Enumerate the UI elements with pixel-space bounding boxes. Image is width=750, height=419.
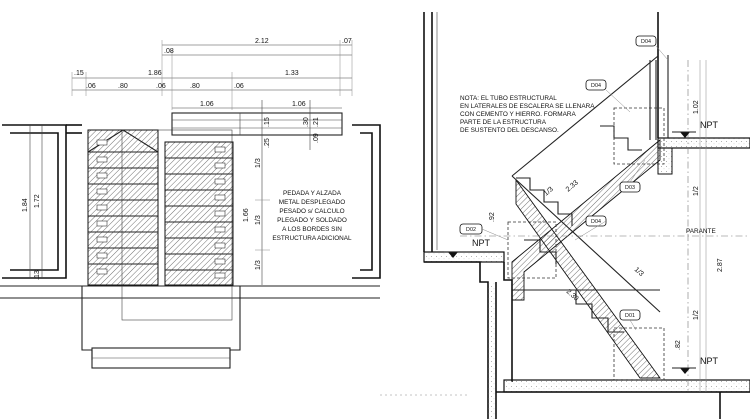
npt-label-left: NPT <box>472 238 491 248</box>
dim-09-vertical: .09 <box>313 133 320 143</box>
dim-08: .08 <box>164 48 174 55</box>
section-note: NOTA: EL TUBO ESTRUCTURAL EN LATERALES D… <box>460 95 595 134</box>
dim-1-3-upper: 1/3 <box>543 186 555 198</box>
dim-1-02: 1.02 <box>693 100 700 114</box>
section-note-line-5: DE SUSTENTO DEL DESCANSO. <box>460 127 559 134</box>
parante-label: PARANTE <box>686 228 716 235</box>
dim-1-3-b: 1/3 <box>255 215 262 225</box>
dim-1-3-c: 1/3 <box>255 260 262 270</box>
section-note-line-1: NOTA: EL TUBO ESTRUCTURAL <box>460 95 557 102</box>
dim-15-vertical: .15 <box>264 117 271 127</box>
plan-note-line-1: PEDADA Y ALZADA <box>283 190 342 197</box>
plan-dimension-labels: 2.12 .07 .08 .15 1.86 1.33 .06 .80 .06 .… <box>22 38 352 280</box>
tag-d01: D01 <box>625 313 635 319</box>
dim-21-vertical: .21 <box>313 117 320 127</box>
dim-1-33: 1.33 <box>285 70 299 77</box>
stair-flight-right <box>164 141 234 286</box>
dim-1-3-a: 1/3 <box>255 158 262 168</box>
tag-d04-mid: D04 <box>591 219 601 225</box>
plan-dimension-lines <box>29 40 353 285</box>
tag-leaders <box>481 45 669 331</box>
plan-note-line-3: PESADO s/ CALCULO <box>279 208 344 215</box>
dim-1-06-a: 1.06 <box>200 101 214 108</box>
dim-2-33: 2.33 <box>565 179 580 193</box>
dim-25-vertical: .25 <box>264 138 271 148</box>
dim-1-2-lower: 1/2 <box>693 310 700 320</box>
stair-plan: 2.12 .07 .08 .15 1.86 1.33 .06 .80 .06 .… <box>0 38 381 369</box>
dim-06-b: .06 <box>156 83 166 90</box>
tag-d04-top: D04 <box>641 39 651 45</box>
detail-tags <box>459 35 657 321</box>
detail-callout-boxes <box>460 60 750 392</box>
section-structure <box>380 12 750 419</box>
plan-note: PEDADA Y ALZADA METAL DESPLEGADO PESADO … <box>272 190 352 242</box>
dim-80-a: .80 <box>118 83 128 90</box>
plan-note-line-6: ESTRUCTURA ADICIONAL <box>272 235 352 242</box>
npt-label-lower: NPT <box>700 356 719 366</box>
tag-d04-upper: D04 <box>591 83 601 89</box>
stair-section: D04 D04 D03 D04 D02 D01 NPT NPT NPT <box>380 12 750 419</box>
tag-d02: D02 <box>466 227 476 233</box>
dim-92: .92 <box>489 212 496 222</box>
dim-07-top: .07 <box>342 38 352 45</box>
npt-label-upper: NPT <box>700 120 719 130</box>
section-note-line-4: PARTE DE LA ESTRUCTURA <box>460 119 547 126</box>
detail-tag-labels: D04 D04 D03 D04 D02 D01 <box>466 39 651 319</box>
dim-1-2-upper: 1/2 <box>693 186 700 196</box>
dim-1-66: 1.66 <box>243 208 250 222</box>
npt-markers: NPT NPT NPT <box>444 120 719 374</box>
stair-flight-left <box>87 129 159 286</box>
dim-82: .82 <box>675 340 682 350</box>
dim-06-c: .06 <box>234 83 244 90</box>
plan-note-line-2: METAL DESPLEGADO <box>279 199 345 206</box>
dim-13: .13 <box>34 270 41 280</box>
section-note-line-3: CON CEMENTO Y HIERRO. FORMARA <box>460 111 576 118</box>
plan-note-line-5: A LOS BORDES SIN <box>282 226 342 233</box>
tag-d03: D03 <box>625 185 635 191</box>
dim-80-b: .80 <box>190 83 200 90</box>
dim-1-06-b: 1.06 <box>292 101 306 108</box>
landing-beam <box>171 100 343 150</box>
dim-1-86: 1.86 <box>148 70 162 77</box>
dim-30-vertical: .30 <box>303 117 310 127</box>
dim-1-72: 1.72 <box>34 194 41 208</box>
dim-2-12: 2.12 <box>255 38 269 45</box>
dim-15: .15 <box>74 70 84 77</box>
dim-1-84: 1.84 <box>22 198 29 212</box>
plan-note-line-4: PLEGADO Y SOLDADO <box>277 217 347 224</box>
dim-06-a: .06 <box>86 83 96 90</box>
dim-1-3-lower: 1/3 <box>633 266 645 278</box>
section-note-line-2: EN LATERALES DE ESCALERA SE LLENARA <box>460 103 595 110</box>
dim-2-87: 2.87 <box>717 258 724 272</box>
